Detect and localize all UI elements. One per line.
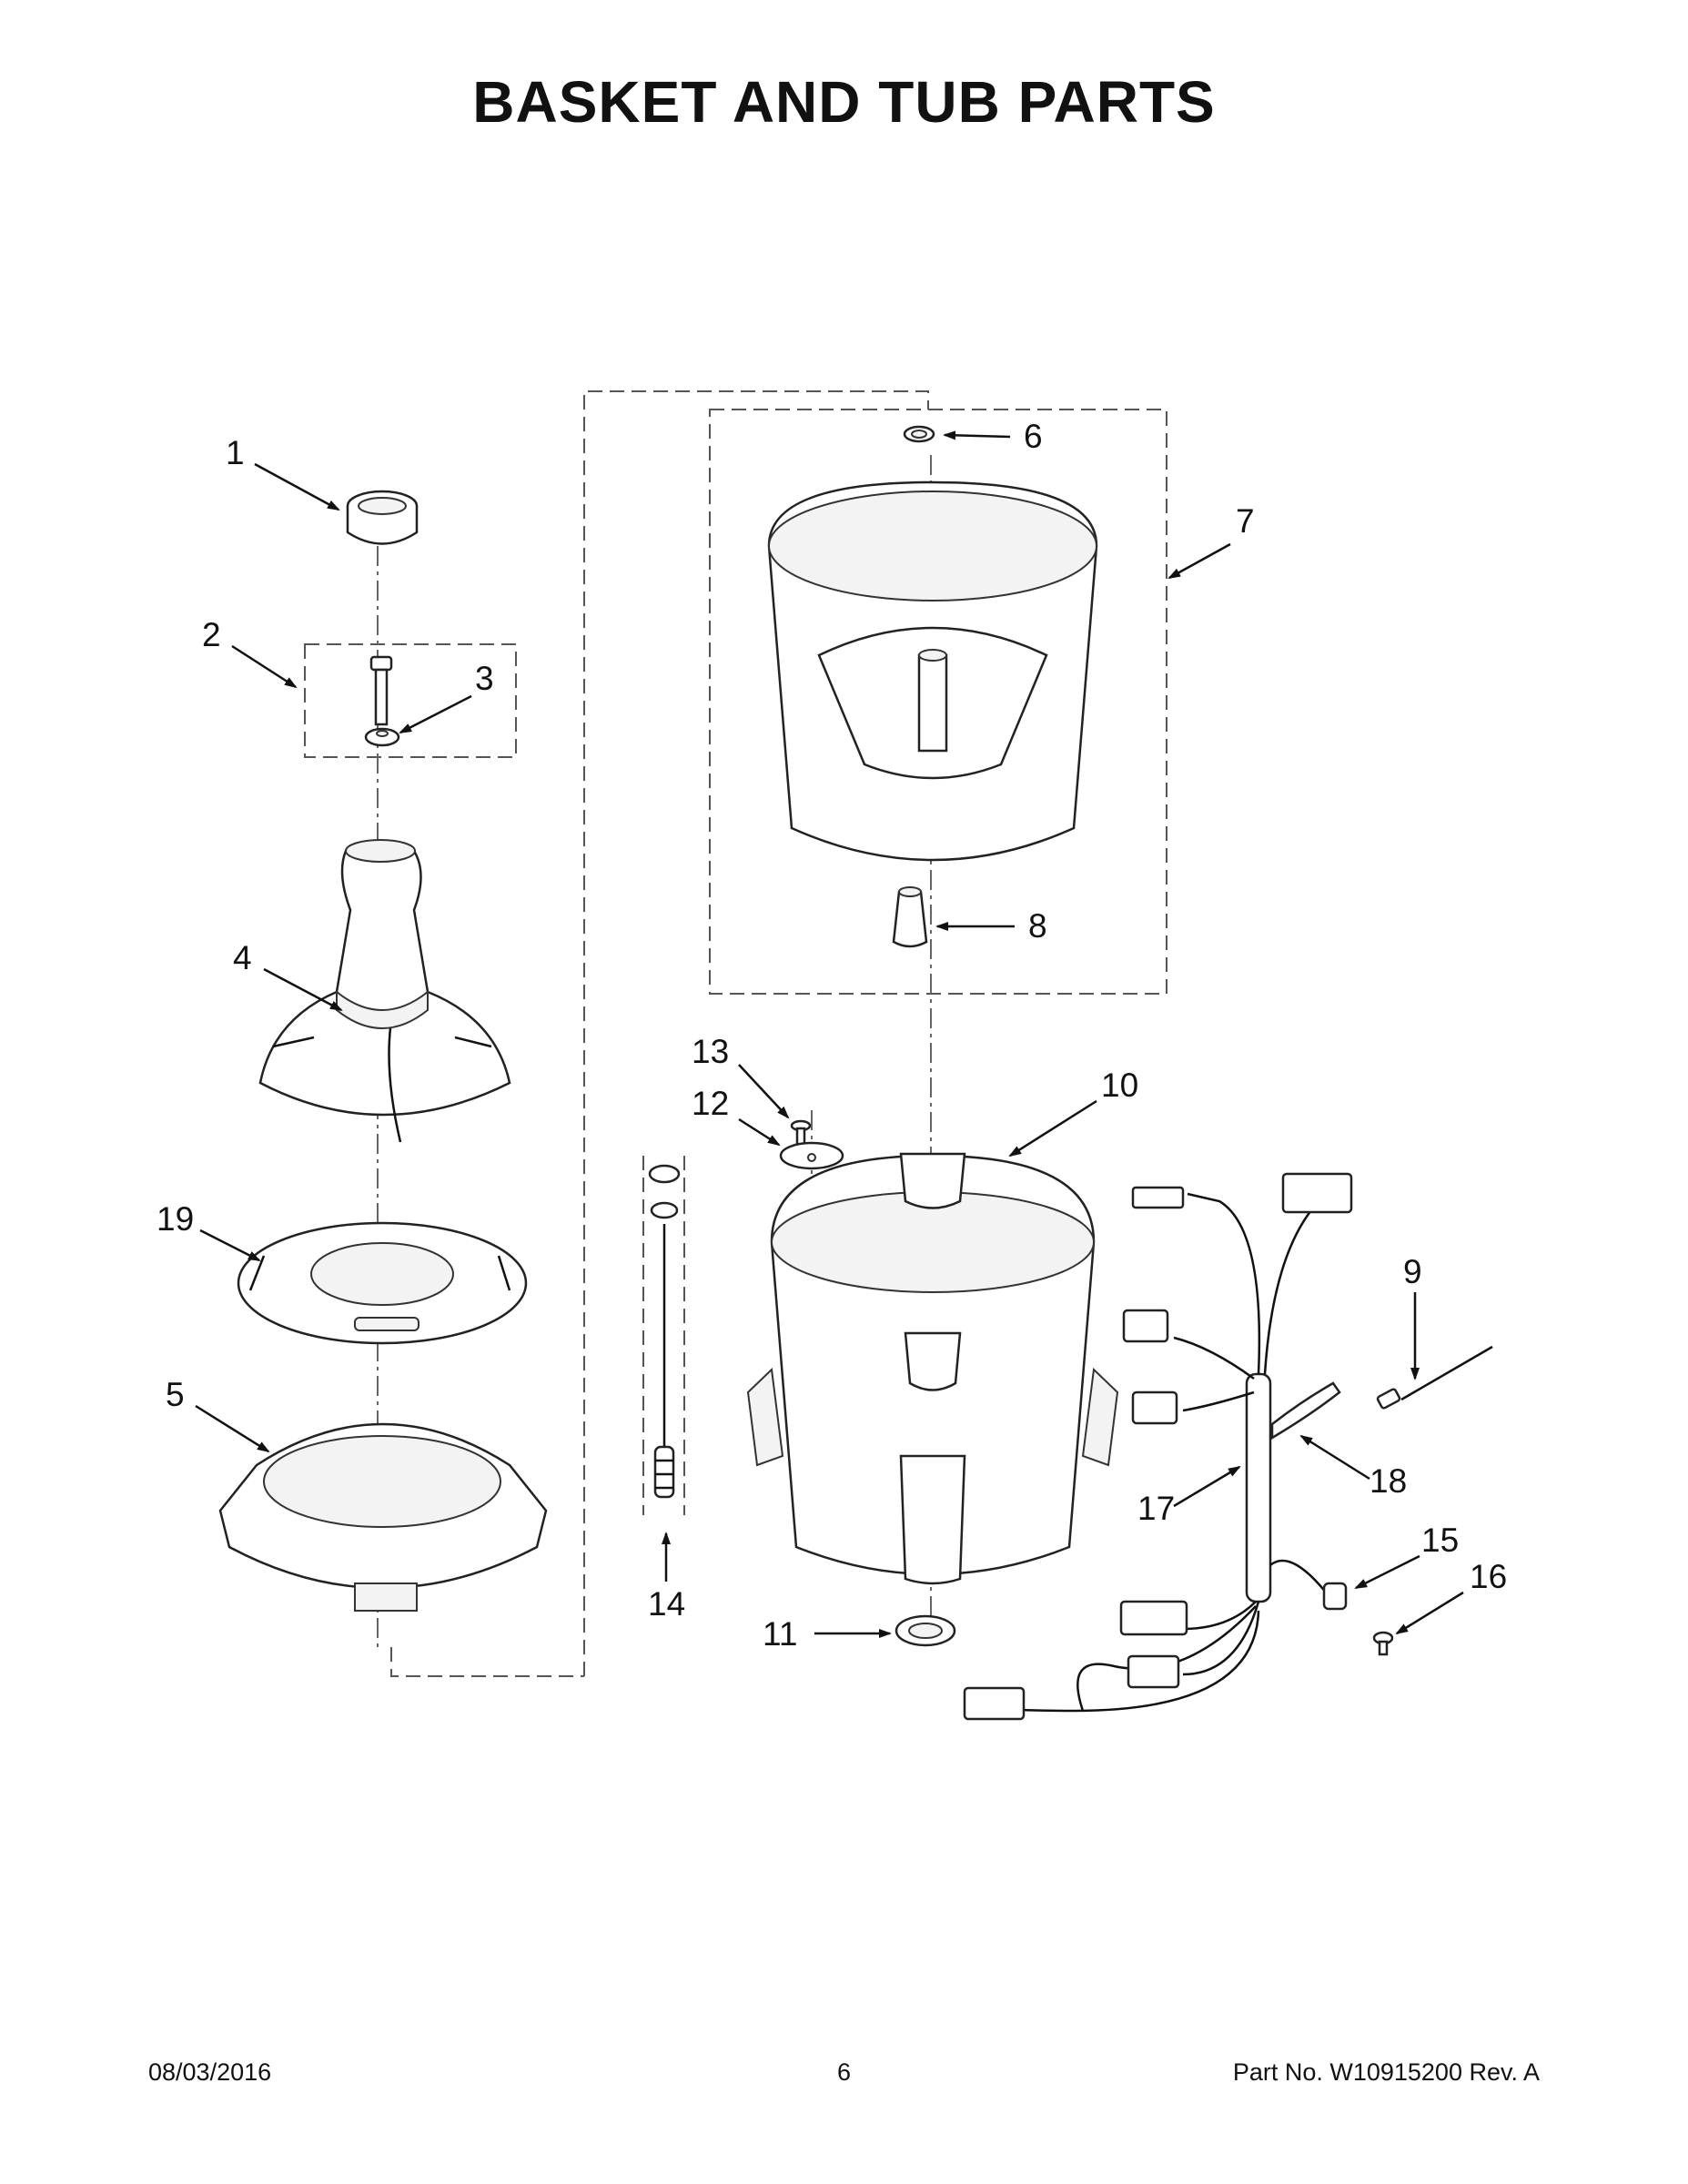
leader-5 bbox=[195, 1404, 270, 1453]
callout-3: 3 bbox=[475, 660, 494, 697]
leader-19 bbox=[199, 1228, 261, 1262]
callout-12: 12 bbox=[692, 1085, 729, 1122]
screw-icon bbox=[1372, 1631, 1394, 1656]
clip-icon bbox=[1269, 1559, 1348, 1611]
wash-basket-icon bbox=[767, 480, 1098, 862]
page-title: BASKET AND TUB PARTS bbox=[472, 69, 1216, 135]
callout-18: 18 bbox=[1370, 1462, 1407, 1500]
balance-ring-icon bbox=[218, 1422, 548, 1612]
hose-icon bbox=[1270, 1381, 1341, 1441]
leader-17 bbox=[1173, 1465, 1241, 1508]
tub-seal-icon bbox=[895, 1614, 956, 1647]
footer-page-number: 6 bbox=[836, 2058, 852, 2086]
leader-7 bbox=[1167, 542, 1231, 580]
cap-icon bbox=[346, 490, 419, 545]
callout-6: 6 bbox=[1024, 418, 1043, 455]
footer-date: 08/03/2016 bbox=[148, 2058, 272, 2086]
callout-14: 14 bbox=[648, 1585, 685, 1623]
leader-16 bbox=[1395, 1591, 1464, 1635]
leader-18 bbox=[1299, 1434, 1370, 1481]
agitator-icon bbox=[258, 839, 511, 1143]
basket-group-box bbox=[709, 409, 1167, 995]
leader-6 bbox=[943, 430, 1011, 440]
leader-12 bbox=[738, 1117, 781, 1147]
group-bracket-bottom bbox=[390, 1647, 584, 1677]
suspension-rod-icon bbox=[642, 1156, 685, 1515]
bolt-group-box bbox=[304, 643, 517, 758]
screw-icon bbox=[790, 1119, 812, 1147]
leader-1 bbox=[254, 462, 340, 511]
leader-10 bbox=[1008, 1099, 1097, 1158]
callout-1: 1 bbox=[226, 434, 245, 471]
wire-harness-icon bbox=[963, 1172, 1353, 1721]
hub-icon bbox=[892, 886, 928, 948]
callout-10: 10 bbox=[1101, 1067, 1138, 1104]
impeller-plate-icon bbox=[237, 1221, 528, 1345]
leader-3 bbox=[399, 694, 472, 734]
callout-17: 17 bbox=[1137, 1490, 1175, 1527]
callout-16: 16 bbox=[1470, 1558, 1507, 1595]
cable-tie-icon bbox=[1376, 1345, 1493, 1410]
bolt-icon bbox=[369, 655, 393, 726]
callout-7: 7 bbox=[1236, 502, 1255, 540]
plate-icon bbox=[779, 1141, 844, 1170]
callout-15: 15 bbox=[1421, 1522, 1459, 1559]
callout-19: 19 bbox=[157, 1200, 194, 1238]
footer-part-number: Part No. W10915200 Rev. A bbox=[1232, 2058, 1540, 2086]
callout-5: 5 bbox=[166, 1376, 185, 1413]
bearing-ring-icon bbox=[903, 425, 935, 443]
outer-tub-icon bbox=[746, 1152, 1119, 1585]
leader-13 bbox=[738, 1064, 790, 1119]
group-bracket-left bbox=[583, 390, 929, 1676]
leader-2 bbox=[231, 644, 298, 689]
callout-4: 4 bbox=[233, 939, 252, 976]
callout-13: 13 bbox=[692, 1033, 729, 1070]
leader-15 bbox=[1354, 1554, 1420, 1590]
callout-9: 9 bbox=[1403, 1253, 1422, 1290]
leader-4 bbox=[263, 967, 343, 1012]
callout-2: 2 bbox=[202, 616, 221, 653]
callout-8: 8 bbox=[1028, 907, 1047, 945]
washer-icon bbox=[364, 727, 400, 747]
callout-11: 11 bbox=[763, 1615, 797, 1653]
